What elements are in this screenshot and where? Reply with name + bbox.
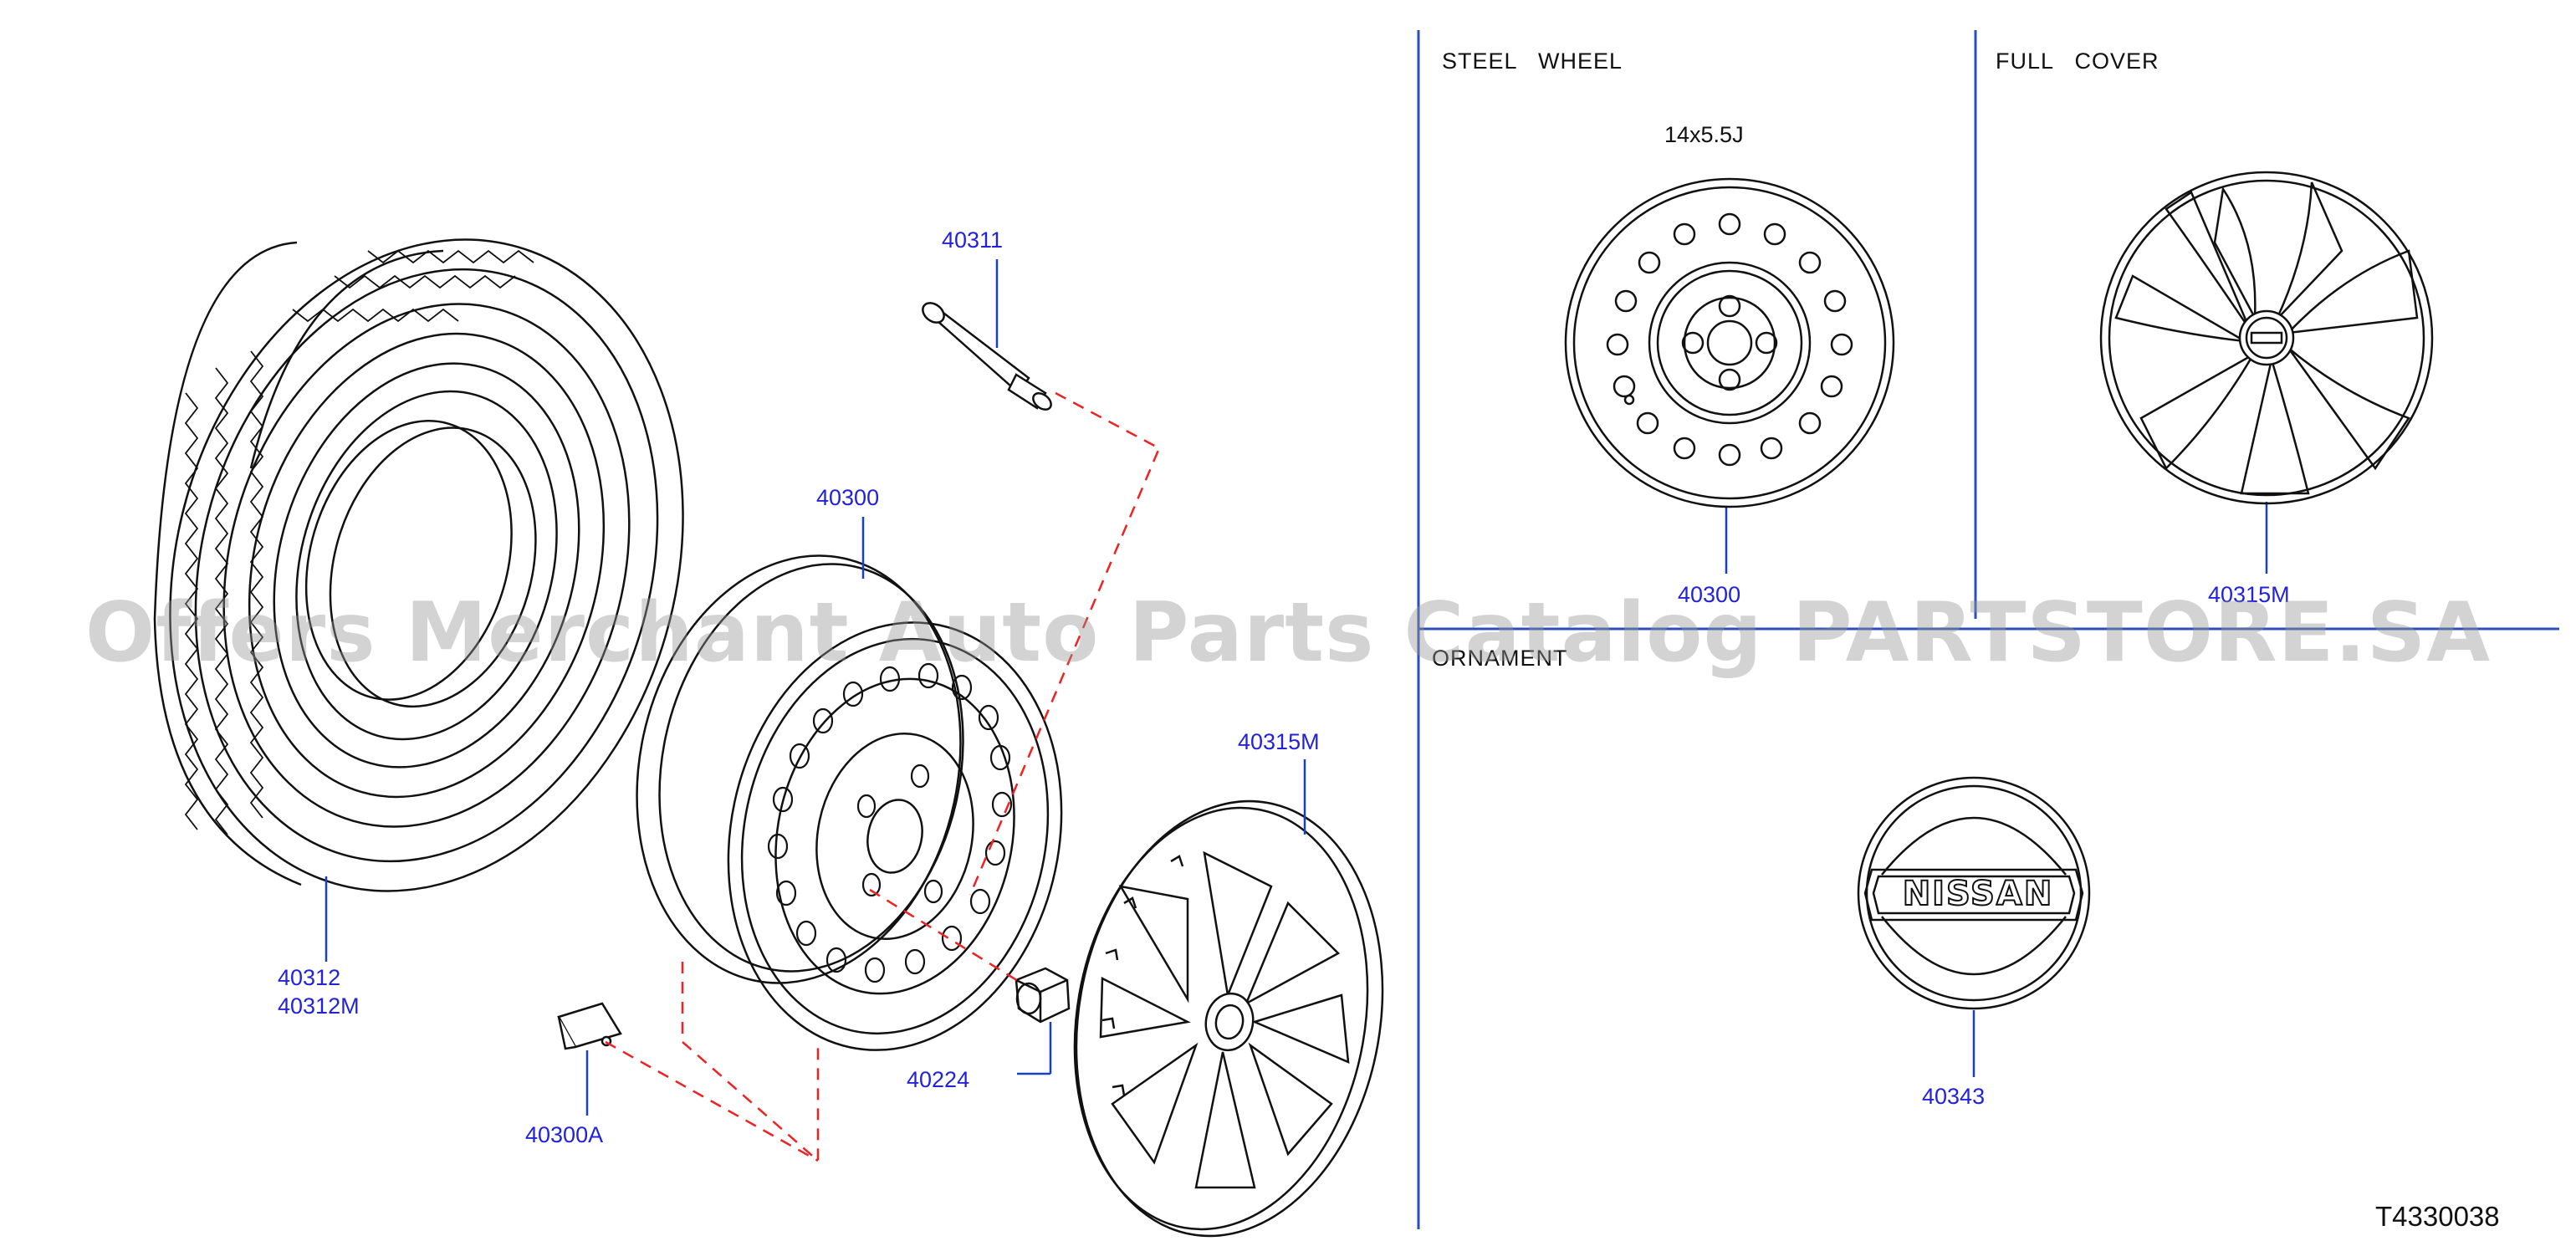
- section-title-steel-wheel: STEEL WHEEL: [1442, 49, 1623, 74]
- callout-balance-weight[interactable]: 40300A: [525, 1122, 604, 1147]
- front-vent-holes: [1606, 212, 1853, 467]
- callout-ornament[interactable]: 40343: [1922, 1084, 1986, 1109]
- callout-tire-alt[interactable]: 40312M: [278, 993, 360, 1019]
- nissan-logo-text: NISSAN: [1902, 874, 2054, 914]
- watermark: Offers Merchant Auto Parts Catalog PARTS…: [84, 585, 2492, 681]
- callout-valve[interactable]: 40311: [942, 227, 1004, 253]
- wheel-cover-illustration: [1073, 799, 1384, 1238]
- callout-wheel[interactable]: 40300: [816, 485, 880, 510]
- callout-full-cover-view[interactable]: 40315M: [2208, 582, 2290, 607]
- steel-wheel-illustration: [636, 554, 1063, 1051]
- steel-wheel-front-view: [1564, 177, 1895, 508]
- callout-tire[interactable]: 40312: [278, 965, 341, 990]
- diagram-code: T4330038: [2375, 1201, 2500, 1232]
- valve-stem-illustration: [922, 302, 1052, 411]
- callout-steel-wheel-view[interactable]: 40300: [1678, 582, 1741, 607]
- wheel-vent-holes: [767, 662, 1013, 983]
- callout-wheel-cover[interactable]: 40315M: [1238, 729, 1320, 754]
- section-title-full-cover: FULL COVER: [1996, 49, 2159, 74]
- leader-lines: [325, 259, 2268, 1116]
- wheel-size-spec: 14x5.5J: [1664, 122, 1744, 147]
- section-title-ornament: ORNAMENT: [1432, 646, 1568, 671]
- ornament-illustration: [1857, 776, 2091, 1010]
- lug-nut-illustration: [1015, 967, 1071, 1024]
- balance-weight-illustration: [557, 1002, 622, 1050]
- panel-dividers: [1417, 30, 2559, 1229]
- callout-lug-nut[interactable]: 40224: [907, 1067, 970, 1092]
- tire-illustration: [153, 238, 684, 892]
- wheel-lug-holes: [856, 763, 943, 904]
- assembly-dashed-lines: [605, 391, 1161, 1163]
- full-cover-front-view: [2099, 171, 2434, 505]
- tread-pattern: [184, 249, 534, 835]
